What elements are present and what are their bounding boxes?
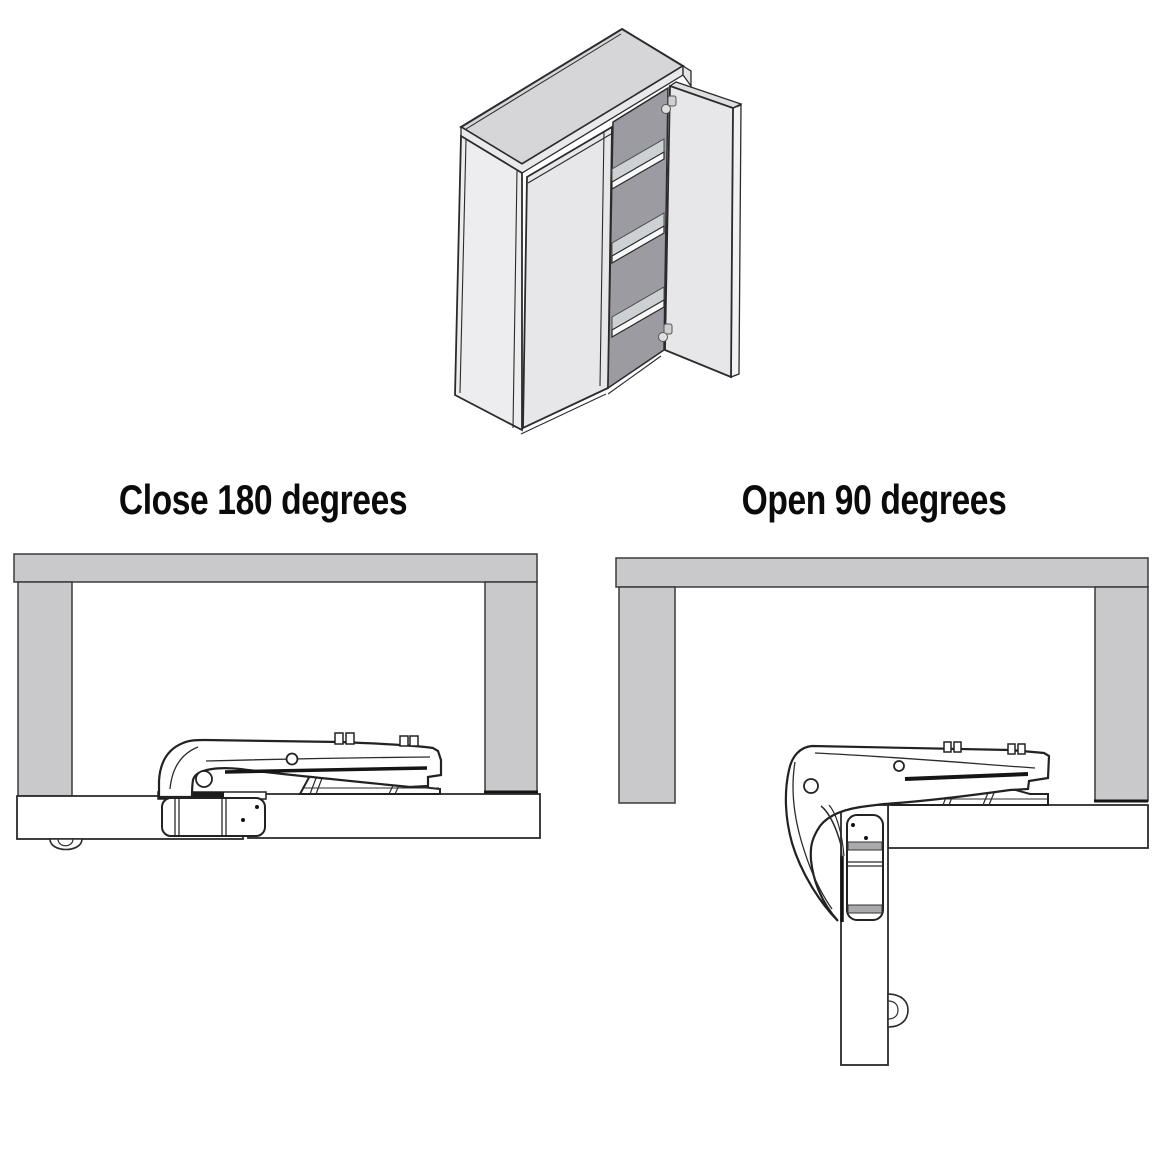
hinge-open-diagram [615, 557, 1149, 1066]
screw-icon [399, 735, 409, 747]
hinge-arm [157, 732, 443, 799]
hinge-open [784, 741, 1051, 922]
hinge-closed [157, 732, 443, 837]
hinge-cup [157, 791, 267, 837]
door-knob [49, 838, 83, 851]
hinge-hardware-bottom-icon [658, 323, 673, 342]
hinge-closed-diagram [13, 553, 541, 851]
cabinet-open-door [664, 81, 743, 379]
screw-icon [345, 732, 355, 745]
screw-icon [943, 741, 952, 753]
hinge-cup [840, 814, 884, 922]
cabinet-illustration [454, 27, 743, 435]
cabinet-frame [13, 553, 538, 797]
screw-icon [953, 741, 962, 753]
cabinet-interior [607, 86, 669, 390]
cabinet-left-side [454, 134, 523, 432]
cabinet-shelf [611, 212, 665, 265]
cabinet-top-panel [459, 27, 692, 174]
hinge-arm [784, 741, 1051, 922]
hinge-hardware-top-icon [661, 95, 677, 114]
door-panels [840, 804, 1149, 1066]
cabinet-shelf [611, 286, 665, 339]
door-panels [16, 793, 541, 851]
cabinet-top-lip [682, 64, 692, 88]
screw-icon [409, 735, 419, 747]
cabinet-closed-door [522, 125, 613, 430]
cabinet-frame [615, 557, 1149, 804]
closed-diagram-title: Close 180 degrees [118, 476, 408, 523]
open-diagram-title: Open 90 degrees [741, 476, 1007, 523]
screw-icon [1017, 743, 1026, 755]
door-knob [887, 993, 909, 1028]
screw-icon [1007, 743, 1016, 755]
cabinet-shelf [611, 138, 665, 191]
screw-icon [334, 732, 344, 745]
